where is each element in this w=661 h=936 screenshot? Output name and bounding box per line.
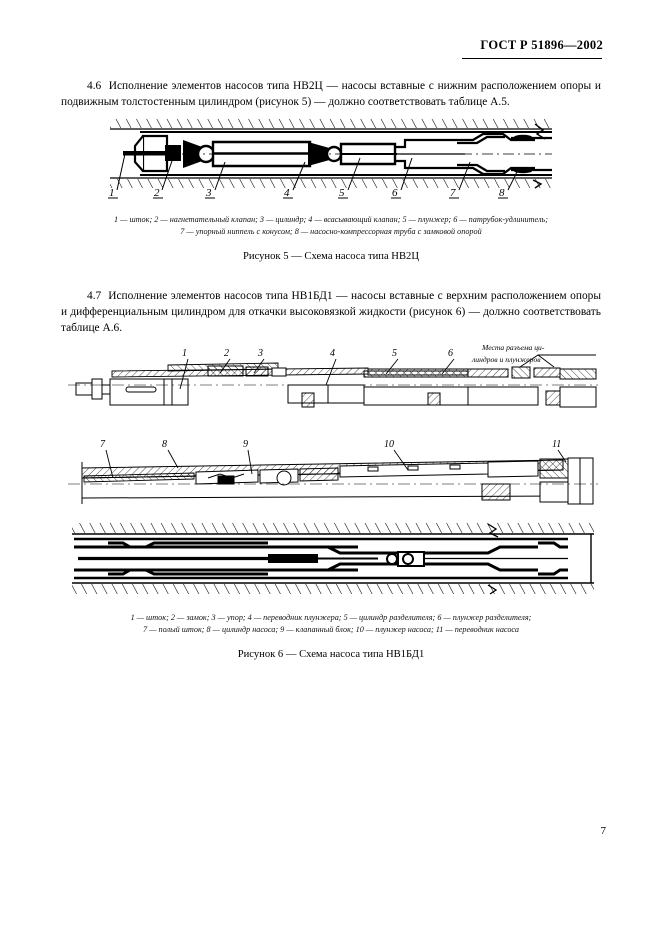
callout-top-3: 3 <box>257 348 263 359</box>
figure-6-panel-top: 1 2 3 4 5 6 Места разъема ци- линдров и … <box>68 341 598 433</box>
valve-block-item-9 <box>195 467 339 486</box>
separator-cylinder-item-5 <box>363 370 469 406</box>
figure-6-bottom-svg <box>72 523 594 595</box>
figure-5-legend: 1 — шток; 2 — нагнетательный клапан; 3 —… <box>61 214 601 237</box>
section-4-7-number: 4.7 <box>87 290 102 302</box>
callout-top-4: 4 <box>330 348 335 359</box>
pump-assembly-outline <box>75 378 189 406</box>
figure-5-caption: Рисунок 5 — Схема насоса типа НВ2Ц <box>243 251 419 262</box>
section-4-7-paragraph: 4.7 Исполнение элементов насосов типа НВ… <box>61 288 601 337</box>
figure-5-callouts: 1 2 3 4 5 6 <box>108 153 520 199</box>
hollow-rod-item-7 <box>83 472 195 483</box>
standard-header: ГОСТ Р 51896—2002 <box>480 38 603 52</box>
figure-6-legend-line-1: 1 — шток; 2 — замок; 3 — упор; 4 — перев… <box>130 613 532 622</box>
break-marks <box>487 523 499 595</box>
callout-mid-7: 7 <box>100 439 106 450</box>
formation-hatch-top-2 <box>72 523 594 535</box>
figure-6-middle-callouts: 7 8 9 10 11 <box>100 439 567 479</box>
callout-top-5: 5 <box>392 348 397 359</box>
formation-hatch-bottom-2 <box>72 582 594 594</box>
callout-6: 6 <box>392 187 398 199</box>
section-4-6-number: 4.6 <box>87 80 102 92</box>
break-symbol <box>532 123 546 189</box>
formation-hatch-top <box>110 119 552 130</box>
callout-top-6: 6 <box>448 348 453 359</box>
figure-6-top-svg: 1 2 3 4 5 6 Места разъема ци- линдров и … <box>68 343 598 408</box>
schematic-assembly <box>74 537 568 580</box>
figure-6-top-callouts: 1 2 3 4 5 6 <box>179 348 455 390</box>
assembly-tail-right <box>559 368 597 408</box>
callout-mid-9: 9 <box>243 439 248 450</box>
section-4-6-text: Исполнение элементов насосов типа НВ2Ц —… <box>61 80 601 109</box>
formation-hatch-bottom <box>110 177 552 188</box>
figure-6-middle-svg: 7 8 9 10 11 <box>68 439 598 505</box>
header-rule <box>462 58 602 59</box>
figure-5-drawing: 1 2 3 4 5 6 <box>105 118 555 213</box>
disconnect-annotation-line-1: Места разъема ци- <box>481 343 545 352</box>
rod-item-1 <box>123 151 168 156</box>
lock-and-stop-detail <box>207 365 287 377</box>
figure-6-panel-middle: 7 8 9 10 11 <box>68 432 598 520</box>
stop-nipple-item-7 <box>450 132 535 176</box>
plunger-sub-item-4 <box>287 384 365 408</box>
callout-8: 8 <box>499 187 505 199</box>
callout-3: 3 <box>205 187 212 199</box>
pump-plunger-item-10 <box>339 462 489 478</box>
callout-top-2: 2 <box>224 348 229 359</box>
disconnect-annotation-line-2: линдров и плунжеров <box>471 355 541 364</box>
section-4-6-paragraph: 4.6 Исполнение элементов насосов типа НВ… <box>61 78 601 110</box>
callout-5: 5 <box>339 187 345 199</box>
figure-6-panel-bottom <box>68 521 598 607</box>
pump-sub-item-11 <box>481 457 594 505</box>
page-number: 7 <box>600 825 607 837</box>
callout-7: 7 <box>450 187 456 199</box>
plunger-item-5 <box>339 142 397 166</box>
figure-6-caption: Рисунок 6 — Схема насоса типа НВ1БД1 <box>237 649 425 660</box>
callout-2: 2 <box>154 187 160 199</box>
separator-plunger-item-6 <box>427 366 561 406</box>
callout-mid-11: 11 <box>552 439 561 450</box>
callout-top-1: 1 <box>182 348 187 359</box>
figure-5-svg: 1 2 3 4 5 6 <box>108 119 552 199</box>
figure-6-legend: 1 — шток; 2 — замок; 3 — упор; 4 — перев… <box>61 612 601 635</box>
figure-5-legend-line-1: 1 — шток; 2 — нагнетательный клапан; 3 —… <box>113 215 548 224</box>
figure-6-legend-line-2: 7 — полый шток; 8 — цилиндр насоса; 9 — … <box>143 624 519 634</box>
callout-1: 1 <box>109 187 115 199</box>
callout-4: 4 <box>284 187 290 199</box>
figure-5-legend-line-2: 7 — упорный ниппель с конусом; 8 — насос… <box>180 226 482 236</box>
disconnect-annotation-leaders <box>519 354 596 368</box>
section-4-7-text: Исполнение элементов насосов типа НВ1БД1… <box>61 290 601 335</box>
callout-mid-10: 10 <box>384 439 394 450</box>
callout-mid-8: 8 <box>162 439 167 450</box>
